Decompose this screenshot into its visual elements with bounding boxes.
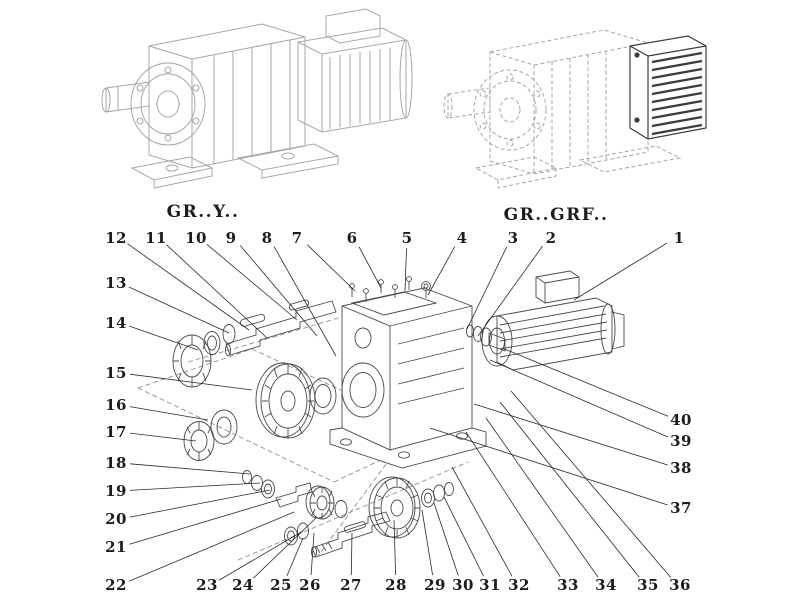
callout-30: 30 xyxy=(452,576,474,594)
leader-38 xyxy=(473,403,668,466)
callout-31: 31 xyxy=(479,576,501,594)
callout-26: 26 xyxy=(299,576,321,594)
leader-34 xyxy=(485,417,599,578)
small-ring-gear xyxy=(309,377,337,415)
callout-38: 38 xyxy=(670,459,692,477)
callout-34: 34 xyxy=(595,576,617,594)
leader-7 xyxy=(307,244,356,292)
callout-36: 36 xyxy=(669,576,691,594)
callout-14: 14 xyxy=(105,314,127,332)
gearbox-housing xyxy=(329,276,487,469)
callout-19: 19 xyxy=(105,482,127,500)
callout-16: 16 xyxy=(105,396,127,414)
leader-27 xyxy=(350,532,353,576)
leader-11 xyxy=(166,244,268,339)
leader-14 xyxy=(129,325,199,351)
callout-32: 32 xyxy=(508,576,530,594)
leader-20 xyxy=(129,489,271,518)
gearmotor-gr-grf-drawing xyxy=(443,29,682,189)
leader-12 xyxy=(127,243,250,331)
leader-6 xyxy=(358,246,382,289)
leader-30 xyxy=(433,502,459,576)
callout-2: 2 xyxy=(545,229,557,247)
callout-40: 40 xyxy=(670,411,692,429)
callout-5: 5 xyxy=(401,229,413,247)
callout-1: 1 xyxy=(673,229,685,247)
callout-9: 9 xyxy=(225,229,237,247)
callout-25: 25 xyxy=(270,576,292,594)
leader-9 xyxy=(239,245,318,337)
callout-29: 29 xyxy=(424,576,446,594)
leader-32 xyxy=(451,466,513,577)
leader-31 xyxy=(443,496,484,577)
leader-10 xyxy=(206,243,298,321)
exploded-view xyxy=(137,270,625,561)
leader-26 xyxy=(310,532,315,576)
leader-25 xyxy=(286,537,304,577)
leader-36 xyxy=(510,390,672,578)
callout-15: 15 xyxy=(105,364,127,382)
callout-12: 12 xyxy=(105,229,127,247)
leader-23 xyxy=(218,530,304,581)
callout-27: 27 xyxy=(340,576,362,594)
callout-3: 3 xyxy=(507,229,519,247)
variant-label-gr-y: GR..Y.. xyxy=(166,202,240,222)
callout-37: 37 xyxy=(670,499,692,517)
callout-33: 33 xyxy=(557,576,579,594)
callout-21: 21 xyxy=(105,538,127,556)
callout-20: 20 xyxy=(105,510,127,528)
leader-17 xyxy=(129,432,197,442)
leader-2 xyxy=(477,245,543,337)
leader-18 xyxy=(129,463,251,475)
callout-18: 18 xyxy=(105,454,127,472)
leader-8 xyxy=(273,246,337,357)
callout-24: 24 xyxy=(232,576,254,594)
callout-13: 13 xyxy=(105,274,127,292)
callout-35: 35 xyxy=(637,576,659,594)
leader-5 xyxy=(404,247,407,292)
callout-28: 28 xyxy=(385,576,407,594)
leader-21 xyxy=(129,498,282,545)
leader-16 xyxy=(129,406,209,421)
callout-39: 39 xyxy=(670,432,692,450)
leader-13 xyxy=(128,286,230,334)
top-fasteners xyxy=(349,276,431,302)
callout-17: 17 xyxy=(105,423,127,441)
leader-35 xyxy=(499,401,640,578)
callout-10: 10 xyxy=(185,229,207,247)
leader-33 xyxy=(465,431,561,577)
pinion-gear-set xyxy=(275,482,348,520)
leader-28 xyxy=(393,519,396,576)
leader-37 xyxy=(429,427,668,506)
callout-11: 11 xyxy=(145,229,167,247)
output-shaft-assembly xyxy=(284,476,454,558)
leader-39 xyxy=(489,359,669,438)
leader-3 xyxy=(466,246,508,330)
variant-label-gr-grf: GR..GRF.. xyxy=(503,205,609,225)
leader-40 xyxy=(501,347,669,417)
callout-6: 6 xyxy=(346,229,358,247)
bearings-and-seals-left xyxy=(172,324,238,461)
callout-7: 7 xyxy=(291,229,303,247)
callout-22: 22 xyxy=(105,576,127,594)
leader-29 xyxy=(421,509,433,576)
leader-15 xyxy=(129,373,253,391)
callout-4: 4 xyxy=(456,229,468,247)
leader-24 xyxy=(253,516,318,579)
leader-22 xyxy=(128,511,295,582)
gearmotor-gr-y-drawing xyxy=(101,8,413,189)
leader-1 xyxy=(573,242,668,301)
leader-19 xyxy=(129,482,261,491)
callout-8: 8 xyxy=(261,229,273,247)
leader-4 xyxy=(427,246,456,296)
grf-flange-cover xyxy=(629,35,707,140)
callout-23: 23 xyxy=(196,576,218,594)
